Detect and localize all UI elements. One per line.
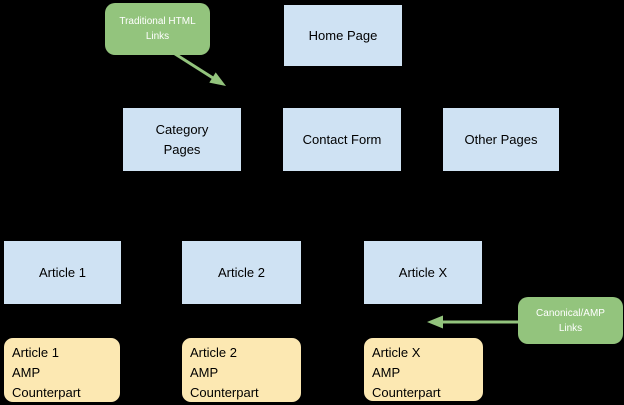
- node-home-page: Home Page: [283, 4, 403, 67]
- node-article-1: Article 1: [3, 240, 122, 305]
- callout-traditional-html-links: Traditional HTML Links: [105, 3, 210, 55]
- callout-traditional-label: Traditional HTML Links: [119, 16, 196, 42]
- canonical-links-arrow: [427, 315, 518, 329]
- node-other-label: Other Pages: [464, 131, 538, 147]
- node-article-x-label: Article X: [398, 264, 448, 280]
- node-article-x-amp-counterpart: Article X AMP Counterpart: [363, 337, 484, 402]
- node-amp-1-label: Article 1 AMP Counterpart: [12, 345, 81, 400]
- callout-canonical-amp-links: Canonical/AMP Links: [518, 297, 623, 344]
- node-home-label: Home Page: [308, 27, 378, 43]
- node-amp-2-label: Article 2 AMP Counterpart: [190, 345, 259, 400]
- node-article-2-label: Article 2: [218, 264, 265, 280]
- node-article-2-amp-counterpart: Article 2 AMP Counterpart: [181, 337, 302, 403]
- node-article-1-amp-counterpart: Article 1 AMP Counterpart: [3, 337, 121, 403]
- node-article-2: Article 2: [181, 240, 302, 305]
- node-amp-x-label: Article X AMP Counterpart: [372, 345, 441, 400]
- node-article-1-label: Article 1: [39, 264, 86, 280]
- node-article-x: Article X: [363, 240, 483, 305]
- node-category-label: Category Pages: [155, 121, 209, 157]
- node-other-pages: Other Pages: [442, 107, 560, 172]
- traditional-links-arrow: [171, 50, 226, 86]
- node-contact-form: Contact Form: [282, 107, 402, 172]
- node-contact-label: Contact Form: [302, 131, 382, 147]
- node-category-pages: Category Pages: [122, 107, 242, 172]
- callout-canonical-label: Canonical/AMP Links: [536, 307, 605, 334]
